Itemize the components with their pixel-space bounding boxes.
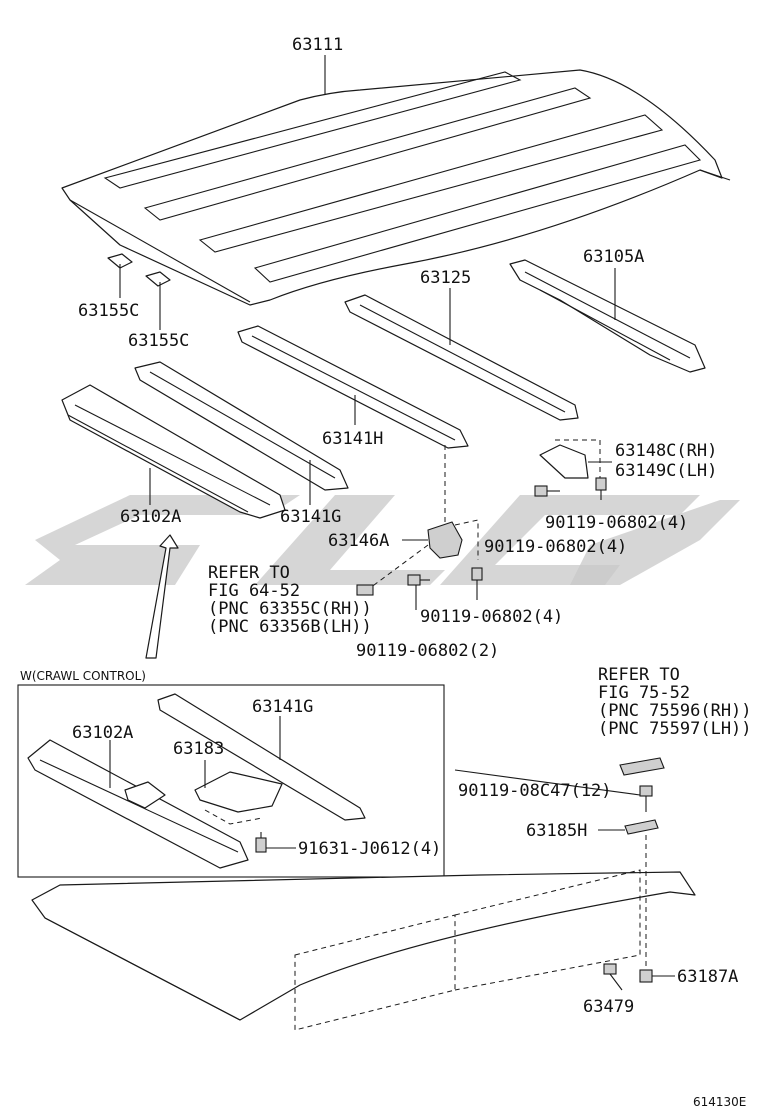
label-63102A: 63102A — [120, 507, 181, 527]
watermark-logo — [25, 495, 740, 585]
bow-63125 — [344, 288, 579, 421]
clip-refer-left — [356, 584, 374, 596]
label-90119-a: 90119-06802(4) — [545, 513, 688, 533]
label-90119-c: 90119-06802(4) — [420, 607, 563, 627]
label-63141G: 63141G — [280, 507, 341, 527]
inset-crawl-control — [17, 684, 445, 878]
refer-right-line2: FIG 75-52 — [598, 683, 690, 703]
label-inset-63183: 63183 — [173, 739, 224, 759]
refer-right-line1: REFER TO — [598, 665, 680, 685]
label-63125: 63125 — [420, 268, 471, 288]
label-63148C: 63148C(RH) — [615, 441, 717, 461]
label-63111: 63111 — [292, 35, 343, 55]
clip-63155C-b — [145, 271, 171, 330]
bolt-b — [595, 477, 607, 500]
rail-clip-75596 — [619, 757, 665, 776]
bolt-a — [534, 485, 560, 497]
label-63105A: 63105A — [583, 247, 644, 267]
bow-63141H — [237, 325, 469, 449]
clip-63479 — [603, 963, 623, 991]
label-63155C-b: 63155C — [128, 331, 189, 351]
label-63155C-a: 63155C — [78, 301, 139, 321]
label-inset-91631: 91631-J0612(4) — [298, 839, 441, 859]
bolt-90119-08C47 — [454, 769, 653, 812]
lower-roof-panel — [31, 869, 696, 1031]
bolt-d — [471, 567, 483, 600]
arrow-up — [145, 534, 179, 659]
refer-left-line3: (PNC 63355C(RH)) — [208, 599, 372, 619]
inset-title: W(CRAWL CONTROL) — [20, 669, 146, 683]
label-63187A: 63187A — [677, 967, 738, 987]
bolt-c — [407, 574, 430, 610]
bow-63141G — [134, 361, 349, 505]
label-90119-08C47: 90119-08C47(12) — [458, 781, 612, 801]
refer-left-line4: (PNC 63356B(LH)) — [208, 617, 372, 637]
label-63146A: 63146A — [328, 531, 389, 551]
clip-63185H — [598, 819, 659, 972]
label-63479: 63479 — [583, 997, 634, 1017]
refer-right-line4: (PNC 75597(LH)) — [598, 719, 752, 739]
rail-63105A — [509, 259, 706, 373]
label-inset-63141G: 63141G — [252, 697, 313, 717]
label-63149C: 63149C(LH) — [615, 461, 717, 481]
bracket-63146A — [369, 445, 479, 589]
refer-left-line2: FIG 64-52 — [208, 581, 300, 601]
refer-left-line1: REFER TO — [208, 563, 290, 583]
figure-code: 614130E — [693, 1095, 746, 1109]
label-inset-63102A: 63102A — [72, 723, 133, 743]
label-63185H: 63185H — [526, 821, 587, 841]
bracket-63148C — [539, 439, 612, 479]
header-63102A — [61, 384, 286, 519]
clip-63155C-a — [107, 253, 133, 298]
label-90119-b: 90119-06802(4) — [484, 537, 627, 557]
label-90119-d: 90119-06802(2) — [356, 641, 499, 661]
refer-right-line3: (PNC 75596(RH)) — [598, 701, 752, 721]
label-63141H: 63141H — [322, 429, 383, 449]
roof-panel-63111 — [61, 55, 731, 306]
clip-63187A — [639, 969, 675, 983]
